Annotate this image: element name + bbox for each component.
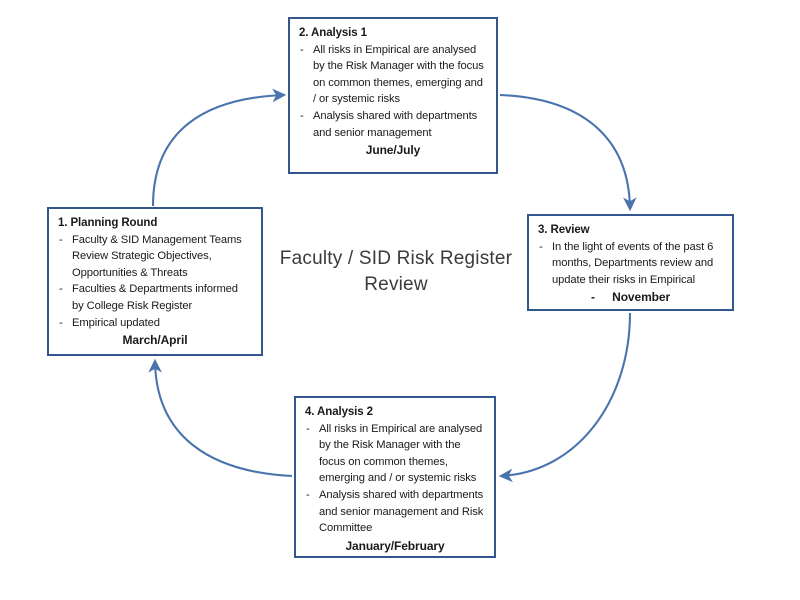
node-analysis-1-period: June/July [299,143,487,157]
node-planning-round[interactable]: 1. Planning Round - Faculty & SID Manage… [47,207,263,356]
bullet-item: - Faculty & SID Management Teams Review … [58,232,252,282]
bullet-text: In the light of events of the past 6 mon… [552,240,714,286]
bullet-dash-icon: - [59,316,63,329]
bullet-item: - All risks in Empirical are analysed by… [305,421,485,487]
bullet-text: Analysis shared with departments and sen… [313,110,478,139]
bullet-dash-icon: - [59,283,63,296]
bullet-item: - Faculties & Departments informed by Co… [58,281,252,314]
node-analysis-1-bullets: - All risks in Empirical are analysed by… [299,42,487,141]
bullet-item: - In the light of events of the past 6 m… [538,239,723,289]
node-analysis-2-bullets: - All risks in Empirical are analysed by… [305,421,485,537]
node-analysis-2-period: January/February [305,539,485,553]
bullet-dash-icon: - [59,233,63,246]
bullet-text: Analysis shared with departments and sen… [319,489,484,535]
node-analysis-2[interactable]: 4. Analysis 2 - All risks in Empirical a… [294,396,496,558]
node-analysis-1-title: 2. Analysis 1 [299,27,367,39]
diagram-center-title: Faculty / SID Risk Register Review [268,246,524,297]
node-review[interactable]: 3. Review - In the light of events of th… [527,214,734,311]
bullet-text: All risks in Empirical are analysed by t… [313,43,484,106]
period-text: January/February [345,538,445,553]
bullet-text: Empirical updated [72,316,160,329]
bullet-text: All risks in Empirical are analysed by t… [319,422,483,485]
arrow-planning-to-analysis1 [151,88,287,207]
period-text: March/April [122,333,188,348]
bullet-dash-icon: - [300,43,304,56]
arrow-analysis2-to-planning [148,358,293,478]
node-planning-round-bullets: - Faculty & SID Management Teams Review … [58,232,252,331]
center-title-line-2: Review [364,273,428,295]
bullet-item: - Analysis shared with departments and s… [305,487,485,537]
center-title-line-1: Faculty / SID Risk Register [279,248,513,269]
node-analysis-2-title: 4. Analysis 2 [305,406,373,418]
period-text: June/July [365,143,421,158]
bullet-dash-icon: - [306,489,310,502]
bullet-text: Faculties & Departments informed by Coll… [72,283,238,313]
bullet-dash-icon: - [306,422,310,435]
bullet-item: - All risks in Empirical are analysed by… [299,42,487,108]
node-review-title: 3. Review [538,224,590,236]
period-text: November [612,290,671,305]
arrow-analysis1-to-review [499,93,637,212]
bullet-text: Faculty & SID Management Teams Review St… [72,233,242,279]
node-planning-round-title: 1. Planning Round [58,217,158,229]
bullet-item: - Analysis shared with departments and s… [299,108,487,141]
node-planning-round-period: March/April [58,333,252,347]
bullet-dash-icon: - [300,110,304,123]
node-review-period: - November [538,290,723,304]
node-analysis-1[interactable]: 2. Analysis 1 - All risks in Empirical a… [288,17,498,174]
arrow-review-to-analysis2 [498,312,632,483]
bullet-dash-icon: - [539,240,543,253]
period-dash-icon: - [590,290,595,305]
bullet-item: - Empirical updated [58,315,252,332]
node-review-bullets: - In the light of events of the past 6 m… [538,239,723,289]
